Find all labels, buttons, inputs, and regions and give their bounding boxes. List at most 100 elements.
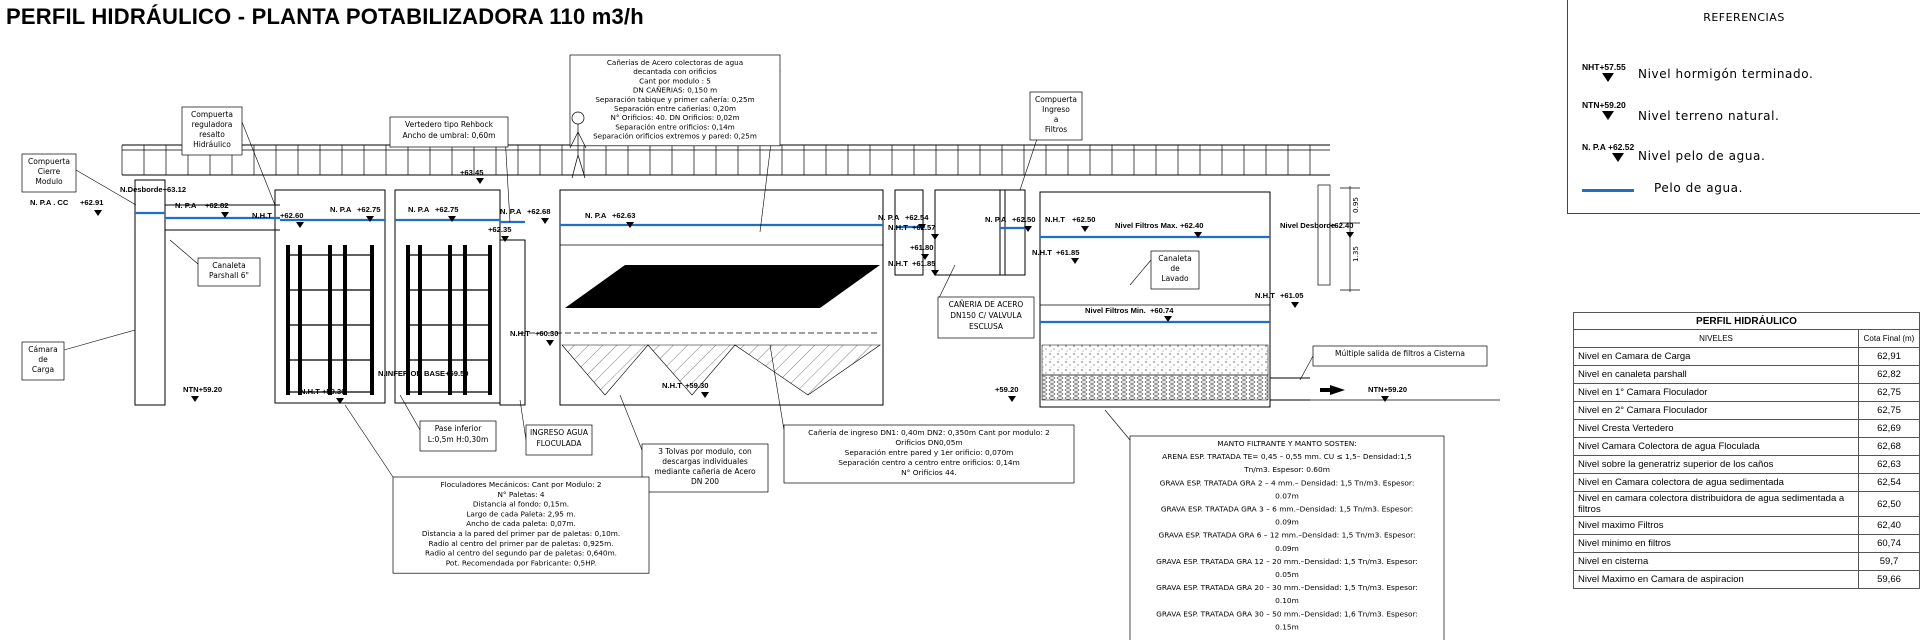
callout-line: GRAVA ESP. TRATADA GRA 3 – 6 mm.–Densida… (1161, 505, 1413, 514)
level-triangle-icon (1081, 226, 1089, 232)
structure-outline (134, 179, 1500, 408)
callout-line: Cañerías de Acero colectoras de agua (607, 58, 743, 67)
level-triangle-icon (476, 178, 484, 184)
callout-line: a (1054, 115, 1059, 124)
level-value: 59,66 (1858, 570, 1920, 589)
level-npa-2-label: N. P.A (330, 205, 352, 214)
callout-line: 0.09m (1275, 518, 1299, 527)
callout-line: ARENA ESP. TRATADA TE= 0,45 – 0,55 mm. C… (1162, 452, 1412, 461)
level-triangle-icon (191, 396, 199, 402)
level-name: Nivel Camara Colectora de agua Floculada (1573, 437, 1859, 456)
dim-135: 1.35 (1351, 246, 1360, 262)
table-caption: PERFIL HIDRÁULICO (1573, 312, 1920, 330)
callout-line: Ancho de umbral: 0,60m (403, 131, 496, 140)
level-nht-4-label: N.H.T (888, 259, 908, 268)
callout-line: DN 200 (691, 477, 719, 486)
ref-desc: Pelo de agua. (1654, 181, 1744, 195)
level-value: 62,75 (1858, 383, 1920, 402)
level-triangle-icon (931, 234, 939, 240)
level-npa-7-value: +62.50 (1012, 215, 1035, 224)
level-ntn-2: NTN+59.20 (1368, 385, 1407, 394)
level-value: 59,7 (1858, 552, 1920, 571)
level-triangle-icon (1602, 73, 1614, 82)
callout-line: Canaleta (212, 261, 245, 270)
level-triangle-icon (1291, 302, 1299, 308)
level-npa-2-value: +62.75 (357, 205, 381, 214)
level-npa-5-label: N. P.A (585, 211, 607, 220)
level-npa-4-label: N. P.A (500, 207, 522, 216)
level-ndesborde-1: N.Desborde+63.12 (120, 185, 186, 194)
floculador-1 (274, 189, 386, 404)
callout-line: L:0,5m H:0,30m (428, 435, 489, 444)
ref-desc: Nivel pelo de agua. (1638, 149, 1766, 163)
level-npa-4-value: +62.68 (527, 207, 550, 216)
table-header-niveles: NIVELES (1573, 329, 1859, 348)
callout-line: resalto (199, 130, 225, 139)
callout-line: GRAVA ESP. TRATADA GRA 2 – 4 mm.– Densid… (1160, 478, 1415, 487)
level-triangle-icon (921, 254, 929, 260)
hoppers (561, 344, 881, 396)
dim-095: 0.95 (1351, 197, 1360, 213)
callout-line: decantada con orificios (633, 67, 717, 76)
level-value: 62,63 (1858, 455, 1920, 474)
callout-line: Orificios DN0,05m (895, 438, 962, 447)
callout-line: GRAVA ESP. TRATADA GRA 30 – 50 mm.–Densi… (1156, 609, 1418, 618)
level-nht-floc-label: N.H.T (300, 387, 320, 396)
callout-line: Lavado (1161, 274, 1189, 283)
level-triangle-icon (1346, 232, 1354, 238)
level-nht-5-label: N.H.T (1045, 215, 1065, 224)
level-nht-9-label: N.H.T (662, 381, 682, 390)
level-nht-8-value: +60.30 (535, 329, 558, 338)
level-name: Nivel en camara colectora distribuidora … (1573, 491, 1859, 517)
level-ninferior: N.INFERIOR BASE+59.50 (378, 369, 469, 378)
level-triangle-icon (94, 210, 102, 216)
water-line-swatch (1582, 189, 1634, 192)
level-triangle-icon (501, 236, 509, 242)
level-nht-6-label: N.H.T (1032, 248, 1052, 257)
camara-carga-wall (134, 179, 166, 406)
level-ndesborde-2-value: +62.40 (1330, 221, 1353, 230)
callout-line: mediante cañeria de Acero (654, 467, 756, 476)
level-name: Nivel Cresta Vertedero (1573, 419, 1859, 438)
callout-floculadores: Floculadores Mecánicos: Cant por Modulo:… (344, 404, 650, 574)
level-nht-6-value: +61.85 (1056, 248, 1080, 257)
level-nfmin-value: +60.74 (1150, 306, 1174, 315)
callout-line: Vertedero tipo Rehbock (405, 120, 494, 129)
callout-line: GRAVA ESP. TRATADA GRA 20 – 30 mm.–Densi… (1156, 583, 1418, 592)
callout-line: Cierre (38, 167, 61, 176)
level-name: Nivel en Camara de Carga (1573, 347, 1859, 366)
callout-line: de (38, 355, 48, 364)
callout-line: Cámara (28, 345, 57, 354)
level-nht-1-value: +62.60 (280, 211, 303, 220)
level-triangle-icon (1612, 153, 1624, 162)
callout-line: DN CAÑERIAS: 0,150 m (633, 86, 717, 95)
ref-code: N. P.A +62.52 (1582, 142, 1635, 152)
callout-line: Pot. Recomendada por Fabricante: 0,5HP. (446, 558, 597, 567)
callout-caneria-ingreso: Cañería de ingreso DN1: 0,40m DN2: 0,350… (769, 344, 1075, 484)
callout-line: N° Orificios 44. (901, 468, 957, 477)
ref-code: NTN+59.20 (1582, 100, 1626, 110)
callout-line: Separación centro a centro entre orifici… (838, 458, 1020, 467)
settling-plates (520, 265, 880, 334)
level-triangle-icon (541, 218, 549, 224)
callout-line: Radio al centro del segundo par de palet… (425, 549, 617, 558)
callout-multiple-salida: Múltiple salida de filtros a Cisterna (1299, 345, 1488, 381)
level-nfmax-label: Nivel Filtros Max. (1115, 221, 1177, 230)
sedimentador (559, 189, 884, 406)
level-name: Nivel sobre la generatriz superior de lo… (1573, 455, 1859, 474)
paddles (286, 245, 492, 395)
callout-line: Ingreso (1042, 105, 1070, 114)
callout-line: Largo de cada Paleta: 2,95 m. (466, 509, 575, 518)
level-value: 62,40 (1858, 516, 1920, 535)
level-npa-7-label: N. P.A (985, 215, 1007, 224)
level-name: Nivel en cisterna (1573, 552, 1859, 571)
